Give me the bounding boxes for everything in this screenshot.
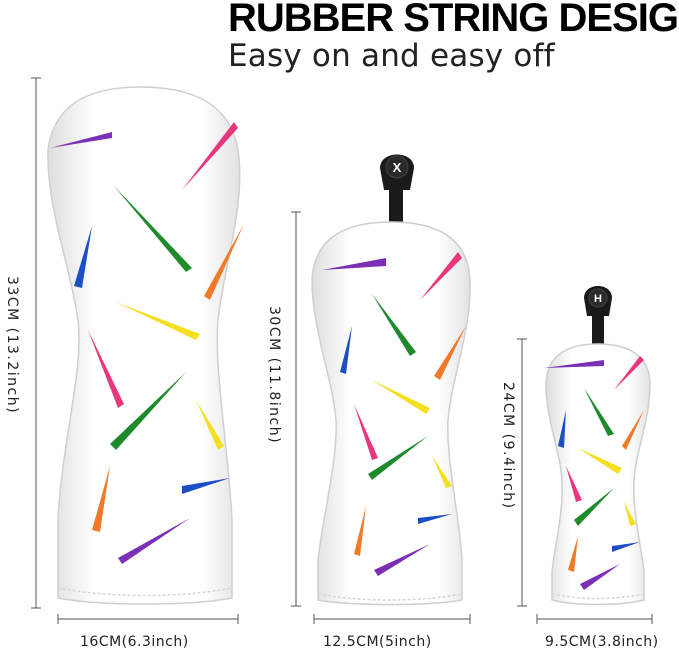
driver-cover: [47, 86, 244, 605]
headline: RUBBER STRING DESIGN: [228, 0, 679, 40]
hybrid-cover: H: [544, 286, 651, 606]
driver-width-label: 16CM(6.3inch): [80, 634, 189, 650]
subline: Easy on and easy off: [228, 38, 555, 74]
hybrid-tees: [544, 356, 644, 590]
dimension-lines: [31, 77, 653, 624]
hybrid-knob: H: [584, 286, 612, 348]
fairway-width-label: 12.5CM(5inch): [323, 634, 432, 650]
driver-height-label: 33CM (13.2inch): [4, 276, 20, 415]
fairway-height-label: 30CM (11.8inch): [266, 306, 282, 445]
hybrid-tag: H: [594, 293, 602, 305]
hybrid-height-label: 24CM (9.4inch): [500, 382, 516, 510]
fairway-tees: [322, 252, 466, 576]
fairway-knob: X: [380, 154, 414, 224]
fairway-tag: X: [393, 160, 402, 175]
fairway-cover: X: [311, 154, 471, 606]
hybrid-width-label: 9.5CM(3.8inch): [545, 634, 659, 650]
driver-tees: [50, 122, 244, 564]
